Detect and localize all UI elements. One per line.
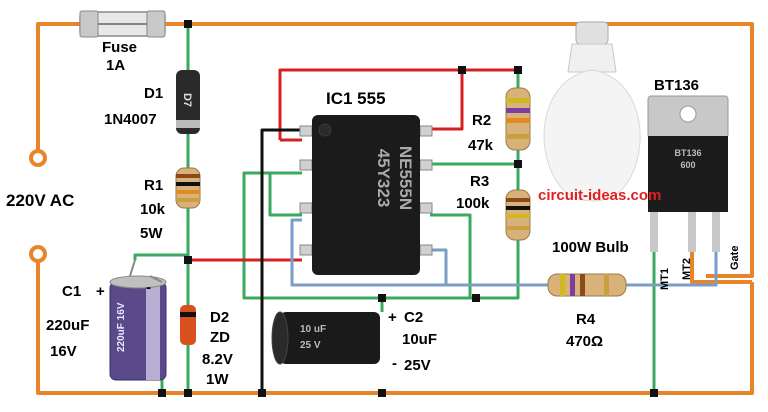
resistor-r3 (505, 189, 531, 241)
r4-label: R4 (576, 311, 596, 328)
r2-label: R2 (472, 112, 491, 129)
r4-value: 470Ω (566, 333, 603, 350)
c1-label: C1 (62, 283, 81, 300)
mt1-label: MT1 (659, 268, 671, 290)
wire-r3-bottom (476, 240, 520, 300)
red-wires (188, 68, 518, 262)
website-watermark: circuit-ideas.com (538, 187, 661, 204)
node-vcc (184, 256, 192, 264)
led-bulb (543, 21, 641, 202)
node-gnd-c2 (378, 389, 386, 397)
r1-value: 10k (140, 201, 166, 218)
c1-voltage: 16V (50, 343, 77, 360)
c2-label: C2 (404, 309, 423, 326)
d2-type: ZD (210, 329, 230, 346)
r1-label: R1 (144, 177, 163, 194)
wire-ground (260, 128, 302, 393)
node-c2-plus (378, 294, 386, 302)
triac-bt136: BT136 600 (647, 95, 729, 252)
node-gnd-d2 (184, 389, 192, 397)
resistor-r1 (175, 167, 201, 209)
node-top (184, 20, 192, 28)
wire-pin6 (268, 173, 302, 217)
node-r2-r3 (514, 160, 522, 168)
node-r2-top (514, 66, 522, 74)
blue-wires (290, 218, 718, 287)
c2-plus: + (388, 309, 397, 326)
fuse (79, 10, 166, 38)
r3-label: R3 (470, 173, 489, 190)
d1-part: 1N4007 (104, 111, 157, 128)
svg-text:BT136: BT136 (674, 148, 701, 158)
wire-output (290, 218, 448, 287)
svg-text:10 uF: 10 uF (300, 324, 326, 335)
junction-nodes (158, 20, 658, 397)
wire-mt2-lead (690, 252, 752, 284)
terminal-bottom (29, 245, 47, 263)
c1-minus: - (146, 279, 151, 296)
r1-power: 5W (140, 225, 163, 242)
ic-555-chip: NE555N 45Y323 (299, 115, 433, 275)
fuse-rating: 1A (106, 57, 125, 74)
d2-voltage: 8.2V (202, 351, 233, 368)
c2-minus: - (392, 355, 397, 372)
triac-label: BT136 (654, 77, 699, 94)
supply-label: 220V AC (6, 191, 74, 210)
node-r3-bottom (472, 294, 480, 302)
gate-label: Gate (729, 246, 741, 270)
bulb-label: 100W Bulb (552, 239, 629, 256)
r3-value: 100k (456, 195, 490, 212)
resistor-r2 (505, 87, 531, 151)
zener-d2 (180, 305, 196, 345)
node-gnd-c1 (158, 389, 166, 397)
wire-mains-bottom (36, 258, 754, 395)
node-pin8 (458, 66, 466, 74)
c1-plus: + (96, 283, 105, 300)
svg-text:600: 600 (680, 160, 695, 170)
fuse-label: Fuse (102, 39, 137, 56)
c2-value: 10uF (402, 331, 437, 348)
ic-label: IC1 555 (326, 89, 386, 108)
wire-pin-6-link (430, 213, 472, 298)
svg-text:220uF 16V: 220uF 16V (116, 302, 127, 352)
diode-d1: D7 (176, 70, 200, 134)
r2-value: 47k (468, 137, 494, 154)
svg-text:25 V: 25 V (300, 340, 321, 351)
ac-terminals (29, 149, 47, 263)
c2-voltage: 25V (404, 357, 431, 374)
d1-label: D1 (144, 85, 163, 102)
terminal-top (29, 149, 47, 167)
d2-label: D2 (210, 309, 229, 326)
capacitor-c1: 220uF 16V (109, 259, 167, 381)
black-wires (260, 128, 302, 393)
wire-r4-to-gate (626, 250, 718, 287)
wire-red-top (278, 68, 518, 140)
svg-text:45Y323: 45Y323 (374, 149, 393, 208)
svg-text:D7: D7 (181, 93, 193, 107)
node-mt1-gnd (650, 389, 658, 397)
wire-mains-top-left (36, 22, 80, 155)
d2-power: 1W (206, 371, 229, 388)
mt2-label: MT2 (681, 258, 693, 280)
c1-value: 220uF (46, 317, 89, 334)
wire-c1-plus (133, 253, 188, 260)
node-gnd-black (258, 389, 266, 397)
wire-pin8 (430, 70, 464, 131)
svg-text:NE555N: NE555N (396, 146, 415, 210)
capacitor-c2: 10 uF 25 V (271, 311, 380, 365)
wire-pins-2-6 (242, 171, 476, 300)
resistor-r4 (547, 273, 627, 297)
